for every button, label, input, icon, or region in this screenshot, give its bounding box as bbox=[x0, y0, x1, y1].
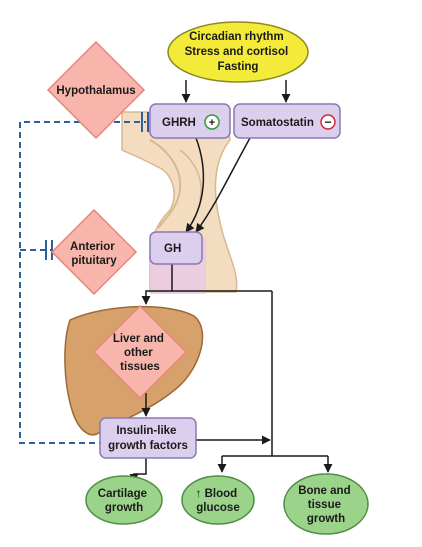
hypothalamus-node: Hypothalamus bbox=[46, 40, 146, 140]
outcome-line: Bone and bbox=[298, 485, 350, 497]
gh-node: GH bbox=[149, 231, 203, 265]
igf-line: Insulin-like bbox=[116, 425, 176, 437]
igf-node: Insulin-like growth factors bbox=[99, 417, 197, 459]
somatostatin-label: Somatostatin bbox=[241, 117, 314, 129]
feedback-loop-line bbox=[19, 121, 146, 444]
outcome-line: growth bbox=[105, 502, 143, 514]
outcome-blood-glucose: ↑ Blood glucose bbox=[181, 475, 255, 525]
outcome-line: Cartilage bbox=[98, 488, 147, 500]
anterior-pituitary-line: Anterior bbox=[70, 241, 115, 253]
somatostatin-node: Somatostatin − bbox=[233, 103, 341, 139]
svg-text:Liver and other ti: Liver and other tissues bbox=[113, 333, 167, 373]
arrow-somatostatin-to-gh bbox=[195, 137, 251, 233]
liver-line: other bbox=[124, 347, 153, 359]
igf-line: growth factors bbox=[108, 440, 188, 452]
svg-text:Bone and tissue gr: Bone and tissue growth bbox=[298, 485, 354, 525]
negative-sign: − bbox=[324, 115, 331, 129]
anterior-pituitary-line: pituitary bbox=[71, 255, 117, 267]
svg-text:Cartilage growth: Cartilage growth bbox=[98, 488, 150, 514]
outcome-bone-tissue-growth: Bone and tissue growth bbox=[283, 473, 369, 535]
negative-sign-icon bbox=[320, 114, 336, 130]
liver-node: Liver and other tissues bbox=[92, 304, 188, 400]
svg-text:↑ Blood glucose: ↑ Blood glucose bbox=[196, 488, 241, 514]
liver-line: Liver and bbox=[113, 333, 164, 345]
outcome-cartilage-growth: Cartilage growth bbox=[85, 475, 163, 525]
positive-sign-icon bbox=[204, 114, 220, 130]
stimuli-node: Circadian rhythm Stress and cortisol Fas… bbox=[167, 21, 309, 83]
svg-text:Circadian rhythm Stress: Circadian rhythm Stress and cortisol Fas… bbox=[185, 31, 292, 73]
outcome-line: tissue bbox=[308, 499, 341, 511]
stimuli-line: Fasting bbox=[218, 61, 259, 73]
liver-line: tissues bbox=[120, 361, 160, 373]
stimuli-line: Stress and cortisol bbox=[185, 46, 289, 58]
inhibition-bar-ghrh bbox=[141, 112, 149, 132]
pituitary-illustration bbox=[121, 111, 238, 294]
inhibition-bar-pituitary bbox=[45, 240, 53, 260]
outcome-line: glucose bbox=[196, 502, 239, 514]
svg-text:Insulin-like growth fact: Insulin-like growth factors bbox=[108, 425, 188, 452]
outcome-line: growth bbox=[307, 513, 345, 525]
positive-sign: + bbox=[209, 117, 215, 129]
ghrh-label: GHRH bbox=[162, 117, 196, 129]
anterior-pituitary-node: Anterior pituitary bbox=[50, 208, 138, 296]
hypothalamus-label: Hypothalamus bbox=[56, 85, 135, 97]
arrow-ghrh-to-gh bbox=[185, 137, 205, 233]
gh-label: GH bbox=[164, 243, 181, 255]
stimuli-line: Circadian rhythm bbox=[189, 31, 284, 43]
outcome-line: ↑ Blood bbox=[196, 488, 238, 500]
arrow-gh-to-liver bbox=[141, 264, 173, 305]
svg-text:Anterior pituitary: Anterior pituitary bbox=[70, 241, 118, 267]
ghrh-node: GHRH + bbox=[149, 103, 231, 139]
